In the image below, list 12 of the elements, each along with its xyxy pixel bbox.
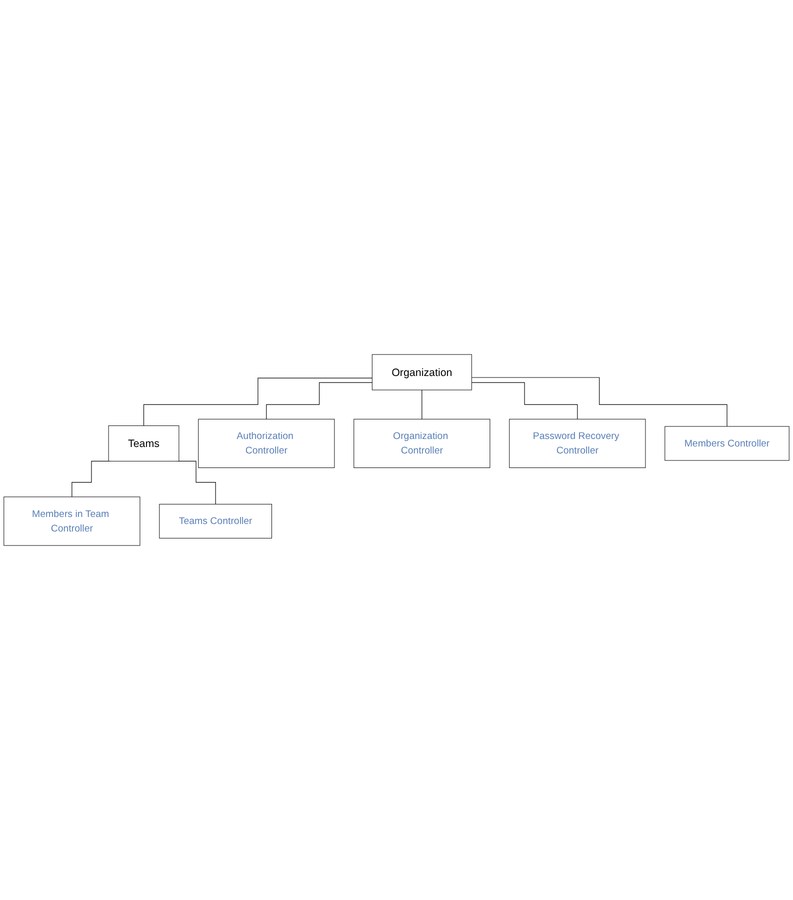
connector	[266, 382, 372, 420]
node-box: Organization	[372, 354, 472, 390]
node-box: Password Recovery Controller	[509, 418, 646, 468]
connector	[471, 382, 578, 420]
node-box: Organization Controller	[354, 418, 490, 468]
node-box: Authorization Controller	[198, 418, 335, 468]
node-box: Teams Controller	[159, 504, 272, 538]
node-box: Members in Team Controller	[4, 496, 140, 546]
connector	[471, 377, 728, 427]
node-box: Teams	[108, 425, 180, 462]
node-box: Members Controller	[664, 426, 790, 461]
connector	[143, 378, 372, 426]
